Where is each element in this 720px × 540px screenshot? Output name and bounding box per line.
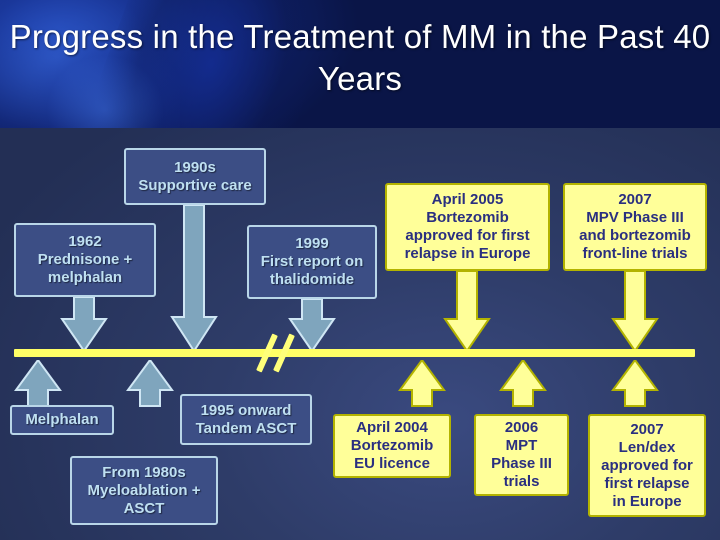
arrow-up-len-dex (611, 360, 659, 408)
node-prednisone-melphalan[interactable]: 1962 Prednisone + melphalan (14, 223, 156, 297)
node-mpv-phase-iii-label: 2007 MPV Phase III and bortezomib front-… (579, 191, 691, 262)
arrow-up-mpt (499, 360, 547, 408)
arrow-up-tandem-asct (126, 360, 174, 408)
node-tandem-asct[interactable]: 1995 onward Tandem ASCT (180, 394, 312, 445)
node-bortezomib-eu-relapse[interactable]: April 2005 Bortezomib approved for first… (385, 183, 550, 271)
title-background-band (0, 0, 720, 128)
node-len-dex-relapse[interactable]: 2007 Len/dex approved for first relapse … (588, 414, 706, 517)
node-mpt-phase-iii-label: 2006 MPT Phase III trials (491, 419, 552, 490)
node-bortezomib-eu-licence-label: April 2004 Bortezomib EU licence (350, 419, 434, 472)
timeline-axis (14, 349, 695, 357)
slide-title: Progress in the Treatment of MM in the P… (9, 18, 711, 97)
node-prednisone-melphalan-label: 1962 Prednisone + melphalan (37, 233, 133, 286)
node-thalidomide-first-report[interactable]: 1999 First report on thalidomide (247, 225, 377, 299)
node-len-dex-relapse-label: 2007 Len/dex approved for first relapse … (601, 420, 693, 510)
node-melphalan-label: Melphalan (25, 411, 99, 428)
arrow-down-prednisone-melphalan (60, 297, 108, 353)
arrow-up-melphalan (14, 360, 62, 408)
arrow-down-thalidomide (288, 299, 336, 353)
node-tandem-asct-label: 1995 onward Tandem ASCT (195, 401, 297, 437)
node-myeloablation-asct-label: From 1980s Myeloablation + ASCT (87, 463, 201, 517)
node-bortezomib-eu-licence[interactable]: April 2004 Bortezomib EU licence (333, 414, 451, 478)
node-myeloablation-asct[interactable]: From 1980s Myeloablation + ASCT (70, 456, 218, 525)
arrow-down-mpv (611, 271, 659, 353)
decorative-swirl-3 (30, 40, 180, 128)
arrow-up-bortezomib-eu-licence (398, 360, 446, 408)
arrow-down-bortezomib-relapse (443, 271, 491, 353)
arrow-down-supportive-care (170, 205, 218, 353)
node-melphalan[interactable]: Melphalan (10, 405, 114, 435)
node-mpt-phase-iii[interactable]: 2006 MPT Phase III trials (474, 414, 569, 496)
node-supportive-care-label: 1990s Supportive care (138, 158, 252, 194)
node-supportive-care[interactable]: 1990s Supportive care (124, 148, 266, 205)
node-thalidomide-first-report-label: 1999 First report on thalidomide (260, 235, 364, 288)
node-bortezomib-eu-relapse-label: April 2005 Bortezomib approved for first… (404, 191, 531, 262)
node-mpv-phase-iii[interactable]: 2007 MPV Phase III and bortezomib front-… (563, 183, 707, 271)
